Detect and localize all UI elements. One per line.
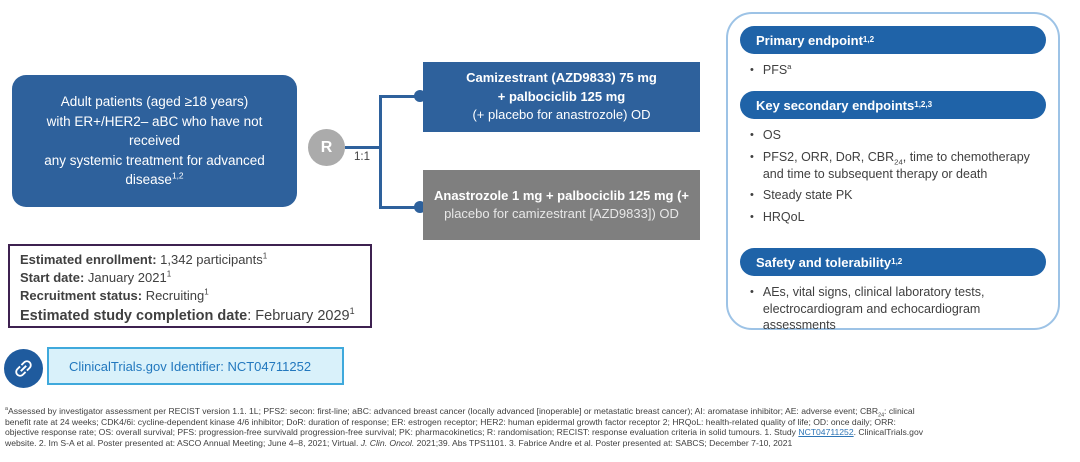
footnote-line: website. 2. Im S-A et al. Poster present… xyxy=(5,438,1079,449)
text-segment: AEs, vital signs, clinical laboratory te… xyxy=(762,285,985,333)
footnote-line: aAssessed by investigator assessment per… xyxy=(5,406,1079,419)
bullet-item: • PFSa xyxy=(750,62,1044,79)
text-segment: objective response rate; OS: overall sur… xyxy=(5,427,799,438)
text-segment: HRQoL xyxy=(762,210,805,225)
connector-line xyxy=(345,146,381,149)
patient-line: any systemic treatment for advanced xyxy=(44,152,265,168)
reference-superscript: 1 xyxy=(204,288,209,298)
text-segment: PFS2, ORR, DoR, CBR xyxy=(762,150,895,165)
footnote-line: benefit rate at 24 weeks; CDK4/6i: cycli… xyxy=(5,417,1079,428)
patient-population-box: Adult patients (aged ≥18 years) with ER+… xyxy=(12,75,297,207)
bullet-dot: • xyxy=(750,129,754,142)
arm-drug-line: Camizestrant (AZD9833) 75 mg xyxy=(466,70,657,86)
bullet-dot: • xyxy=(750,286,754,299)
text-segment: , time to chemotherapy and time to subse… xyxy=(762,150,1030,181)
text-segment: Steady state PK xyxy=(762,188,853,203)
text-segment: a xyxy=(787,61,792,71)
enrollment-line: Estimated study completion date: Februar… xyxy=(20,305,355,324)
text-segment: J. Clin. Oncol. xyxy=(360,437,415,448)
footnote-line: objective response rate; OS: overall sur… xyxy=(5,427,1079,438)
nct-footnote-link[interactable]: NCT04711252 xyxy=(798,427,854,438)
reference-superscript: 1 xyxy=(166,269,172,279)
enrollment-line: Start date: January 20211 xyxy=(20,269,172,286)
patient-line: Adult patients (aged ≥18 years) xyxy=(60,94,249,110)
text-segment: 2021;39. Abs TPS1101. 3. Fabrice Andre e… xyxy=(414,437,793,448)
bullet-dot: • xyxy=(750,64,754,76)
arm-placebo-line: placebo for camizestrant [AZD9833]) OD xyxy=(444,206,679,221)
randomization-node: R xyxy=(308,129,345,166)
arm-drug-line: Anastrozole 1 mg + palbociclib 125 mg (+ xyxy=(433,187,690,203)
text-segment: 24 xyxy=(878,412,885,419)
connector-line xyxy=(379,95,382,209)
patient-line: with ER+/HER2– aBC who have not received xyxy=(46,113,263,149)
enrollment-box: Estimated enrollment: 1,342 participants… xyxy=(8,244,372,328)
connector-line xyxy=(379,95,423,98)
bullet-item: • HRQoL xyxy=(750,209,1044,226)
text-segment: a xyxy=(5,406,8,413)
patient-line: disease1,2 xyxy=(125,170,184,188)
text-segment: : clinical xyxy=(884,406,915,416)
text-segment: Assessed by investigator assessment per … xyxy=(7,406,879,416)
text-segment: . ClinicalTrials.gov xyxy=(853,427,924,438)
reference-superscript: 1,2 xyxy=(171,170,184,181)
text-segment: benefit rate at 24 weeks; CDK4/6i: cycli… xyxy=(5,416,896,427)
reference-superscript: 1 xyxy=(262,251,268,261)
arm-camizestrant-box: Camizestrant (AZD9833) 75 mg + palbocicl… xyxy=(423,62,700,132)
bullet-dot: • xyxy=(750,151,754,164)
reference-superscript: 1 xyxy=(349,305,355,316)
bullet-item: • Steady state PK xyxy=(750,187,1044,204)
arm-anastrozole-box: Anastrozole 1 mg + palbociclib 125 mg (+… xyxy=(423,170,700,240)
nct-identifier-chip: ClinicalTrials.gov Identifier: NCT047112… xyxy=(47,347,344,385)
text-segment: PFS xyxy=(762,63,788,77)
enrollment-line: Recruitment status: Recruiting1 xyxy=(20,288,209,304)
text-segment: website. 2. Im S-A et al. Poster present… xyxy=(5,437,361,448)
connector-line xyxy=(379,206,423,209)
enrollment-line: Estimated enrollment: 1,342 participants… xyxy=(20,251,268,267)
bullet-dot: • xyxy=(750,189,754,202)
bullet-dot: • xyxy=(750,211,754,224)
randomization-ratio: 1:1 xyxy=(354,151,370,163)
arm-placebo-line: (+ placebo for anastrozole) OD xyxy=(472,107,651,123)
text-segment: 24 xyxy=(894,157,903,167)
bullet-item: • OS xyxy=(750,127,1044,144)
footnote: aAssessed by investigator assessment per… xyxy=(5,406,1079,449)
bullet-item: • AEs, vital signs, clinical laboratory t… xyxy=(750,284,1044,334)
text-segment: OS xyxy=(762,128,781,143)
bullet-item: • PFS2, ORR, DoR, CBR24, time to chemothe… xyxy=(750,149,1044,182)
arm-drug-line: + palbociclib 125 mg xyxy=(497,88,626,104)
link-icon xyxy=(4,349,43,388)
